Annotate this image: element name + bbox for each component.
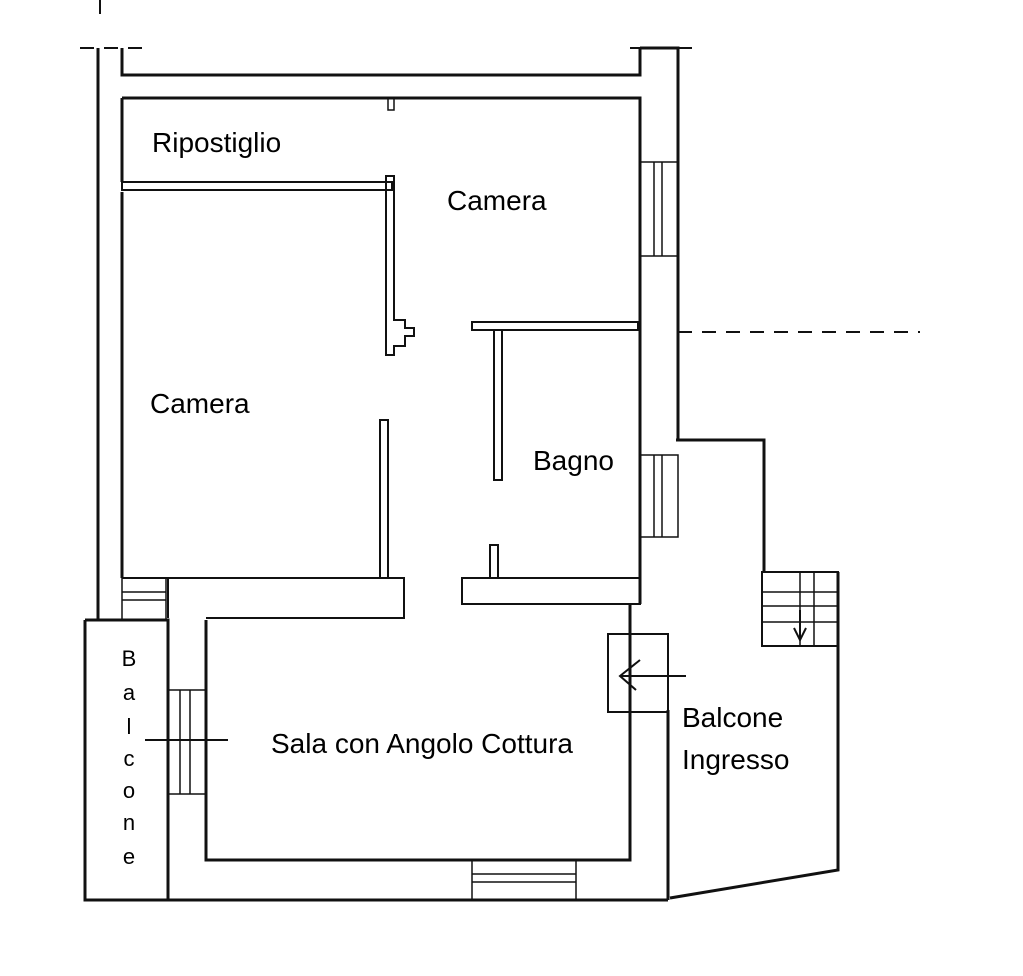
entrance-door [607, 633, 686, 713]
label-camera-top: Camera [447, 185, 547, 216]
room-labels: Ripostiglio Camera Camera Bagno Sala con… [150, 127, 789, 775]
balcone-letter: o [123, 778, 135, 803]
label-balcone-ingresso-1: Balcone [682, 702, 783, 733]
label-sala: Sala con Angolo Cottura [271, 728, 573, 759]
windows [121, 161, 679, 901]
balcone-letter: n [123, 810, 135, 835]
balcone-letter: B [122, 646, 137, 671]
balcone-letter: e [123, 844, 135, 869]
balcone-letter: c [124, 746, 135, 771]
label-balcone-ingresso-2: Ingresso [682, 744, 789, 775]
label-ripostiglio: Ripostiglio [152, 127, 281, 158]
label-camera-left: Camera [150, 388, 250, 419]
balcone-letter: a [123, 680, 136, 705]
outer-walls [83, 46, 680, 902]
top-dashed-lines [80, 0, 920, 333]
label-bagno: Bagno [533, 445, 614, 476]
stairs [761, 571, 839, 647]
balcone-letter: l [127, 714, 132, 739]
interior-walls [121, 97, 641, 619]
label-balcone-vertical: B a l c o n e [122, 646, 137, 869]
balcone-ingresso-outline [669, 438, 840, 900]
